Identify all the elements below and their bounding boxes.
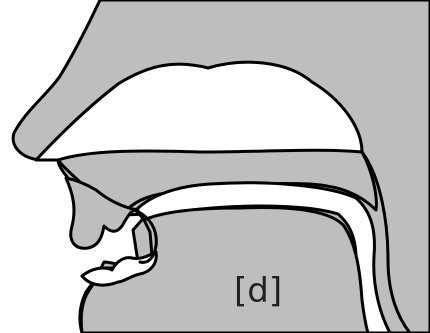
phoneme-label: [d] (234, 271, 282, 311)
